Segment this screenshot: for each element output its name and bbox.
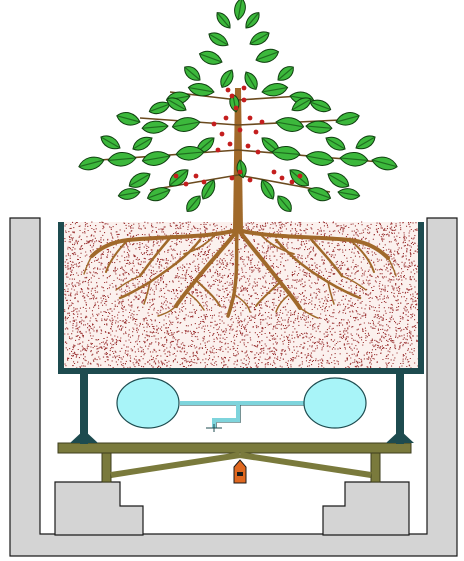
- leaf: [197, 48, 224, 67]
- berry: [226, 88, 231, 93]
- leaf: [305, 149, 335, 167]
- leaf: [130, 133, 154, 153]
- leaf: [306, 184, 333, 203]
- berry: [228, 142, 233, 147]
- leaf: [171, 115, 201, 133]
- berry: [298, 174, 303, 179]
- cross-beam: [58, 443, 411, 453]
- leaf: [254, 46, 281, 65]
- berry: [260, 120, 265, 125]
- berry: [238, 170, 243, 175]
- berry: [184, 182, 189, 187]
- berry: [212, 122, 217, 127]
- left-beam-leg: [102, 453, 111, 482]
- leaf: [353, 132, 377, 152]
- leaf: [187, 82, 215, 98]
- leaf: [77, 154, 105, 172]
- berry: [290, 180, 295, 185]
- berry: [248, 178, 253, 183]
- leaf: [323, 133, 347, 153]
- leaf: [261, 82, 289, 98]
- right-cross-strut: [240, 455, 371, 475]
- leaf: [247, 28, 271, 48]
- right-float-tank: [304, 378, 366, 428]
- leaf: [214, 10, 234, 31]
- left-cross-strut: [111, 455, 240, 475]
- berry: [234, 106, 239, 111]
- berry: [246, 144, 251, 149]
- berry: [230, 176, 235, 181]
- leaf: [337, 187, 360, 201]
- leaf: [325, 169, 352, 191]
- berry: [256, 150, 261, 155]
- leaf: [275, 115, 305, 133]
- leaf: [206, 29, 230, 49]
- leaf: [115, 110, 141, 128]
- leaf: [98, 132, 122, 152]
- berry: [224, 116, 229, 121]
- right-beam-leg: [371, 453, 380, 482]
- leaf: [274, 193, 295, 215]
- berry: [202, 180, 207, 185]
- leaf: [275, 63, 297, 84]
- leaf: [243, 10, 263, 31]
- left-support-block: [55, 482, 143, 535]
- leaf: [108, 151, 137, 167]
- berry: [254, 130, 259, 135]
- leaf: [339, 151, 368, 167]
- leaf: [141, 149, 171, 167]
- leaf: [334, 110, 360, 128]
- berry: [220, 132, 225, 137]
- berry: [248, 116, 253, 121]
- leaf: [217, 67, 236, 90]
- leaf: [233, 0, 247, 21]
- left-float-tank: [117, 378, 179, 428]
- valve-icon: [206, 424, 222, 432]
- leaf: [370, 154, 398, 172]
- leaf: [181, 63, 203, 84]
- leaf: [142, 120, 169, 134]
- berry: [242, 98, 247, 103]
- berry: [272, 170, 277, 175]
- leaf: [183, 193, 204, 215]
- leaf: [117, 187, 140, 201]
- berry: [230, 94, 235, 99]
- left-leg-foot: [70, 430, 98, 443]
- valve-pipe: [214, 405, 238, 428]
- berry: [194, 174, 199, 179]
- berry: [174, 174, 179, 179]
- berry: [216, 148, 221, 153]
- weight-icon: [234, 460, 246, 483]
- leaf: [126, 169, 153, 191]
- berry: [242, 86, 247, 91]
- right-leg-foot: [386, 430, 414, 443]
- right-support-block: [323, 482, 409, 535]
- berry: [280, 176, 285, 181]
- berry: [238, 128, 243, 133]
